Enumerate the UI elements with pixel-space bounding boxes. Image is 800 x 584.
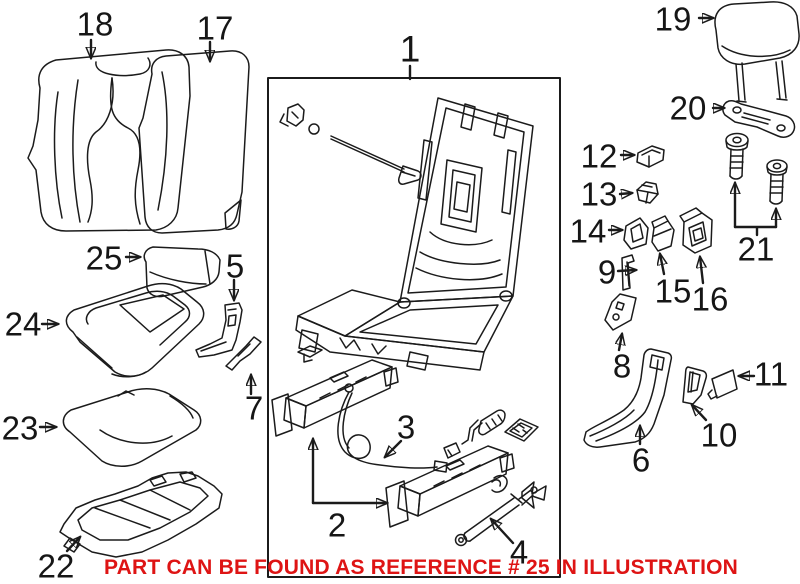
reference-note: PART CAN BE FOUND AS REFERENCE # 25 IN I… [104, 556, 739, 579]
part-12-clip-illustration [636, 145, 665, 168]
callout-9: 9 [597, 253, 617, 291]
part-3-cable-illustration [337, 383, 448, 473]
part-9-strip-bracket-illustration [621, 254, 635, 291]
leader-lines [38, 18, 776, 553]
part-18-seat-back-cushion-illustration [27, 49, 191, 232]
part-22-seat-pan-illustration [59, 471, 223, 558]
callout-13: 13 [580, 175, 618, 213]
callout-5: 5 [225, 247, 245, 285]
callout-7: 7 [244, 389, 264, 427]
part-8-hinge-plate-illustration [604, 293, 637, 331]
callout-8: 8 [612, 347, 632, 385]
callout-19: 19 [654, 0, 692, 38]
part-small-hardware-cluster-illustration [297, 345, 547, 509]
callout-22: 22 [37, 547, 75, 584]
part-2-seat-rails-illustration [271, 359, 515, 528]
callout-6: 6 [631, 441, 651, 479]
callout-20: 20 [669, 89, 707, 127]
part-4-strut-illustration [454, 486, 538, 547]
callout-14: 14 [569, 212, 607, 250]
part-20-bracket-illustration [722, 100, 796, 138]
part-24-seat-cushion-illustration [65, 282, 205, 378]
part-rod-hardware-illustration [279, 103, 422, 185]
callout-11: 11 [753, 355, 789, 393]
part-15-clip-illustration [651, 215, 675, 252]
callout-25: 25 [85, 239, 123, 277]
part-17-seat-back-panel-illustration [138, 50, 250, 234]
callout-12: 12 [580, 137, 618, 175]
part-14-clip-illustration [623, 217, 649, 250]
part-1-seat-frame-illustration [295, 97, 534, 371]
part-5-mount-bracket-illustration [195, 302, 243, 358]
part-21-bolts-illustration [725, 132, 788, 205]
part-19-headrest-illustration [714, 1, 800, 103]
callout-24: 24 [4, 305, 42, 343]
callout-10: 10 [700, 416, 738, 454]
callout-2: 2 [327, 506, 347, 544]
part-10-corner-bracket-illustration [682, 366, 708, 405]
callout-1: 1 [399, 28, 421, 70]
callout-23: 23 [1, 409, 39, 447]
part-7-corner-bracket-illustration [225, 336, 262, 371]
callout-18: 18 [76, 5, 114, 43]
reference-box [267, 77, 561, 578]
callout-15: 15 [654, 272, 692, 310]
part-16-retainer-illustration [679, 207, 713, 254]
part-23-cushion-foam-illustration [62, 388, 202, 467]
part-6-side-shield-illustration [583, 348, 673, 448]
part-13-clip-illustration [636, 181, 659, 204]
part-11-trim-cap-illustration [707, 369, 738, 400]
callout-21: 21 [737, 230, 775, 268]
callout-4: 4 [509, 533, 529, 571]
callout-3: 3 [396, 408, 416, 446]
callout-17: 17 [196, 9, 234, 47]
callout-16: 16 [691, 280, 729, 318]
